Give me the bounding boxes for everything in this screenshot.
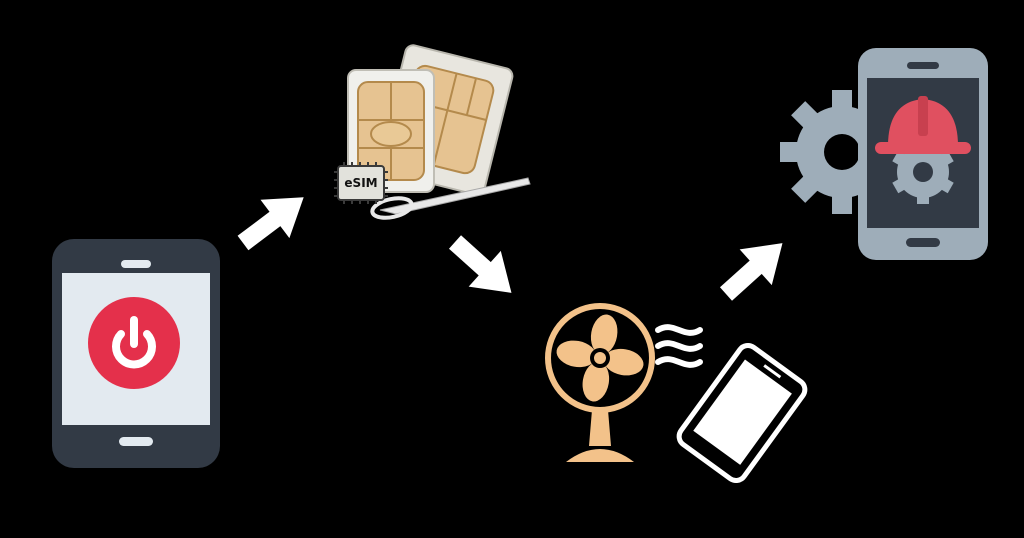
arrow-down-right-icon bbox=[448, 235, 512, 293]
phone-repair-service-icon bbox=[780, 48, 988, 260]
esim-label: eSIM bbox=[344, 176, 377, 190]
sim-card-tray-icon: eSIM bbox=[334, 44, 531, 220]
fan-cooling-phone-icon bbox=[545, 303, 808, 483]
hard-hat-icon bbox=[875, 96, 971, 154]
wind-icon bbox=[655, 324, 703, 368]
smartphone-icon bbox=[676, 343, 808, 483]
power-button-phone-icon bbox=[52, 239, 220, 468]
arrow-up-right-icon bbox=[237, 197, 304, 251]
arrow-up-right-icon bbox=[719, 243, 783, 301]
fan-icon bbox=[545, 303, 655, 462]
